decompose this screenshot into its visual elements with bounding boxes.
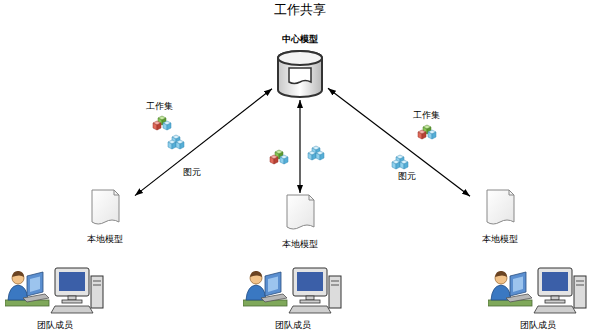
laptop-display	[268, 277, 278, 293]
keyboard	[289, 306, 331, 313]
keyboard	[51, 306, 93, 313]
document-glyph	[289, 68, 311, 84]
laptop-screen	[27, 272, 43, 296]
keyboard	[534, 306, 576, 313]
workset-icon	[418, 125, 436, 139]
element-icon	[308, 146, 324, 160]
person-hair	[250, 271, 262, 277]
monitor-screen	[297, 272, 323, 291]
drive-slot	[576, 285, 584, 286]
laptop-screen	[510, 272, 526, 296]
monitor	[538, 268, 572, 296]
monitor-screen	[59, 272, 85, 291]
monitor	[55, 268, 89, 296]
document-icon	[75, 188, 135, 228]
local-model: 本地模型	[75, 188, 135, 250]
node-label: 团队成员	[5, 320, 105, 331]
drive-slot	[331, 281, 339, 282]
person-hair	[495, 271, 507, 277]
arrow-label: 工作集	[413, 110, 440, 121]
double-arrow	[328, 88, 470, 196]
node-label: 中心模型	[272, 34, 328, 45]
local-model: 本地模型	[470, 188, 530, 250]
node-label: 团队成员	[240, 320, 345, 331]
page-fold	[114, 190, 119, 195]
team-member-icon	[5, 262, 105, 318]
double-arrow	[299, 100, 300, 193]
person-hair	[12, 271, 24, 277]
arrow-label: 图元	[398, 171, 416, 182]
monitor-stand	[551, 296, 559, 300]
monitor-base	[62, 300, 82, 303]
laptop-display	[30, 277, 40, 293]
laptop-screen	[265, 272, 281, 296]
monitor-stand	[68, 296, 76, 300]
pc-tower	[574, 276, 586, 308]
team-member: 团队成员	[240, 262, 345, 333]
workset-icon	[153, 116, 171, 130]
pc-tower	[329, 276, 341, 308]
local-model: 本地模型	[270, 193, 330, 255]
page-fold	[309, 195, 314, 200]
document-page	[287, 195, 314, 229]
drive-slot	[93, 281, 101, 282]
monitor-screen	[542, 272, 568, 291]
team-member: 团队成员	[5, 262, 105, 333]
node-label: 团队成员	[485, 320, 590, 331]
diagram-title: 工作共享	[0, 2, 600, 18]
node-label: 本地模型	[470, 234, 530, 245]
document-icon	[270, 193, 330, 233]
arrow-label: 工作集	[146, 101, 173, 112]
arrow-label: 图元	[183, 167, 201, 178]
monitor-base	[545, 300, 565, 303]
laptop-base	[23, 294, 49, 302]
team-member: 团队成员	[485, 262, 590, 333]
cylinder-top	[278, 51, 322, 65]
element-icon	[392, 155, 408, 169]
drive-slot	[576, 281, 584, 282]
laptop-base	[506, 294, 532, 302]
node-label: 本地模型	[270, 239, 330, 250]
laptop-display	[513, 277, 523, 293]
document-page	[487, 190, 514, 224]
page-fold	[509, 190, 514, 195]
node-label: 本地模型	[75, 234, 135, 245]
workset-icon	[270, 150, 288, 164]
monitor-base	[300, 300, 320, 303]
drive-slot	[331, 285, 339, 286]
central-model: 中心模型	[272, 34, 328, 100]
team-member-icon	[488, 262, 588, 318]
double-arrow	[135, 89, 272, 196]
laptop-base	[261, 294, 287, 302]
cylinder-body	[278, 51, 322, 97]
monitor	[293, 268, 327, 296]
monitor-stand	[306, 296, 314, 300]
team-member-icon	[243, 262, 343, 318]
document-icon	[470, 188, 530, 228]
element-icon	[168, 135, 184, 149]
document-page	[92, 190, 119, 224]
drive-slot	[93, 285, 101, 286]
pc-tower	[91, 276, 103, 308]
